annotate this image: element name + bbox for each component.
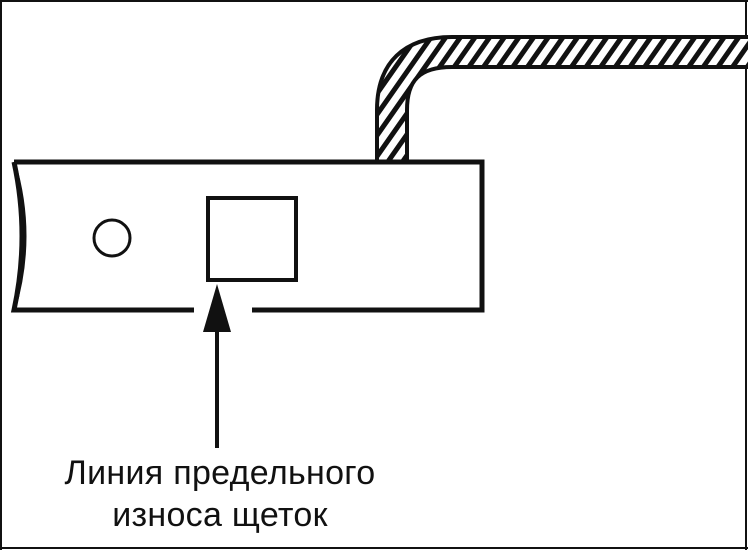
caption-line-2: износа щеток xyxy=(112,496,328,534)
wear-indicator-window xyxy=(206,196,298,282)
arrow-up-icon xyxy=(203,284,231,332)
brush-left-end xyxy=(12,161,27,311)
braided-lead-wire xyxy=(375,35,748,162)
wear-limit-caption: Линия предельного износа щеток xyxy=(0,452,440,536)
hole-icon xyxy=(92,218,132,258)
caption-line-1: Линия предельного xyxy=(64,454,376,492)
braided-lead-wire-texture xyxy=(379,39,748,162)
